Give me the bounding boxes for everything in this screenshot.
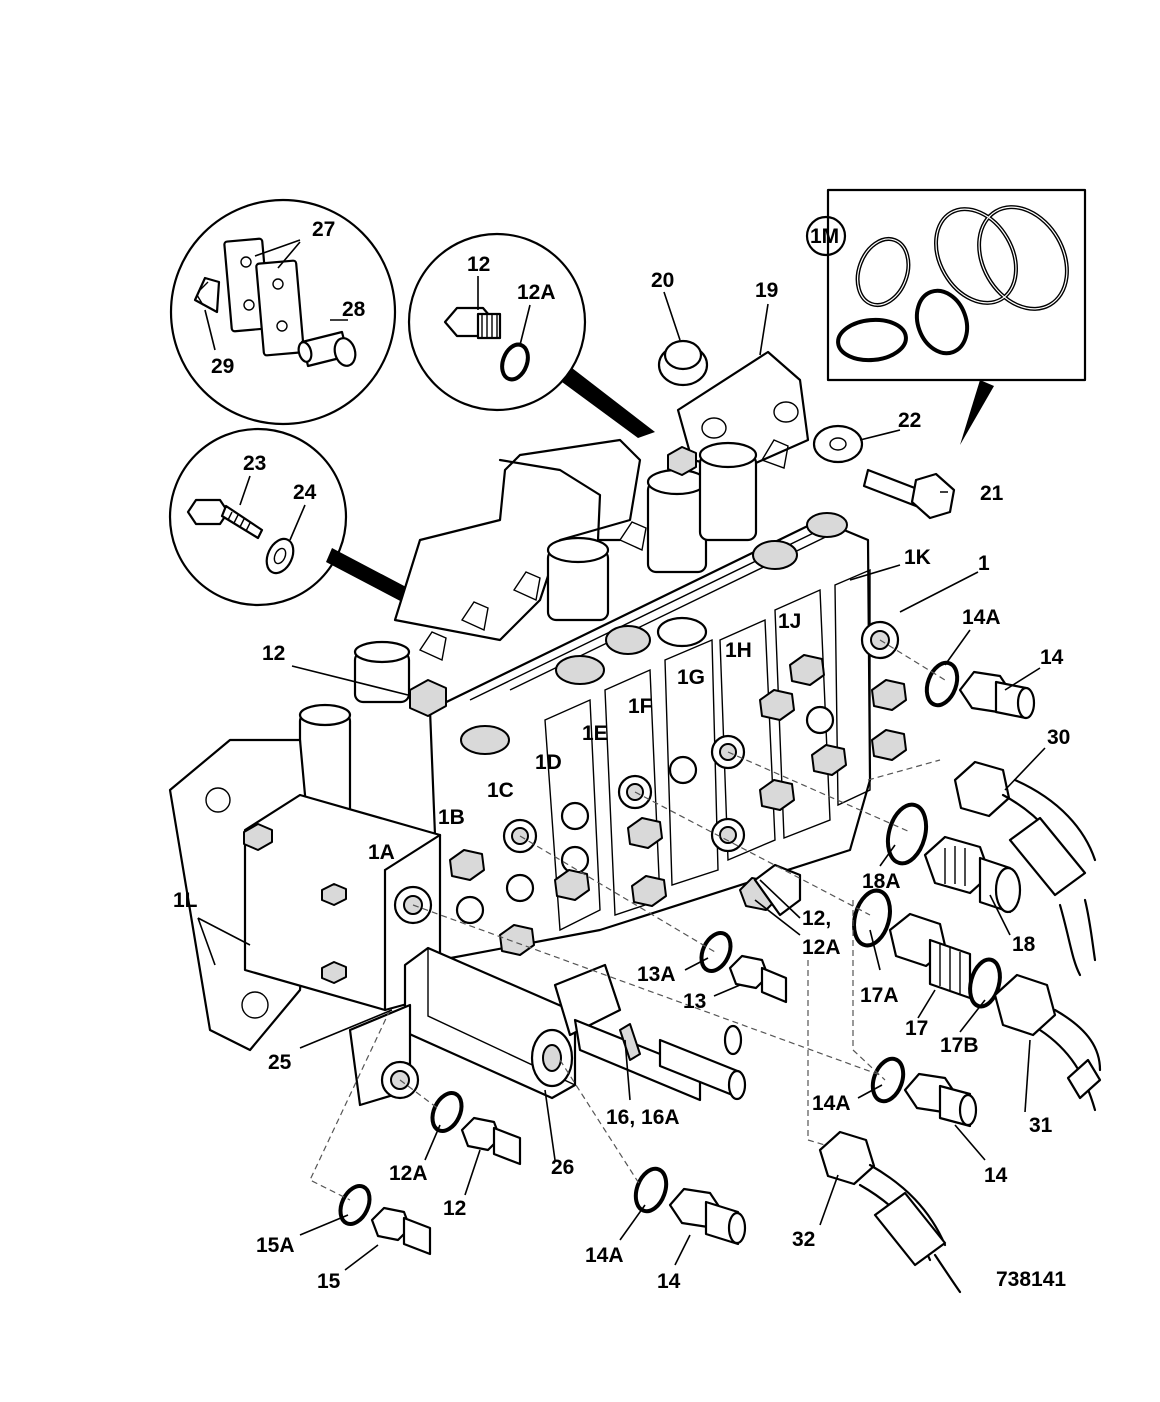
section-fittings [449,654,907,956]
label-14A-mid: 14A [812,1092,851,1115]
label-12A-center: 12A [802,936,841,959]
inset-1M-seal-kit [805,188,1087,445]
inset-27-28-29 [169,198,397,426]
label-21: 21 [980,482,1004,505]
label-1D: 1D [535,751,562,774]
label-15: 15 [317,1270,341,1293]
label-19: 19 [755,279,778,302]
label-12-inset: 12 [467,253,490,276]
relief-valve-26 [348,946,577,1107]
label-14A-top: 14A [962,606,1001,629]
label-22: 22 [898,409,921,432]
label-14-mid: 14 [984,1164,1008,1187]
label-27: 27 [312,218,335,241]
label-14-bottom: 14 [657,1270,681,1293]
label-29: 29 [211,355,234,378]
label-14-top: 14 [1040,646,1064,669]
label-1M: 1M [810,225,839,248]
inset-23-24 [168,427,408,607]
label-1A: 1A [368,841,395,864]
centre-lines [309,639,946,1201]
label-1J: 1J [778,610,801,633]
label-1C: 1C [487,779,514,802]
label-32: 32 [792,1228,815,1251]
label-18A: 18A [862,870,901,893]
label-17A: 17A [860,984,899,1007]
label-17B: 17B [940,1034,979,1057]
label-12A-bottom: 12A [389,1162,428,1185]
top-fittings [409,439,848,755]
label-13A: 13A [637,963,676,986]
label-13: 13 [683,990,706,1013]
label-12-comma: 12, [802,907,831,930]
inset-12-12A [407,232,655,438]
label-1: 1 [978,552,990,575]
label-23: 23 [243,452,266,475]
figure-number: 738141 [996,1268,1066,1291]
label-1G: 1G [677,666,705,689]
label-12-left: 12 [262,642,285,665]
label-30: 30 [1047,726,1070,749]
label-18: 18 [1012,933,1036,956]
main-valve-block [168,438,907,1107]
leader-lines [197,564,1046,1271]
label-1F: 1F [628,695,653,718]
label-17: 17 [905,1017,928,1040]
label-31: 31 [1029,1114,1053,1137]
callout-labels: 27 28 29 12 12A 20 19 1M 22 21 23 24 1K … [173,218,1070,1293]
label-12-bottom: 12 [443,1197,466,1220]
label-1H: 1H [725,639,752,662]
label-28: 28 [342,298,366,321]
label-14A-bottom: 14A [585,1244,624,1267]
label-25: 25 [268,1051,292,1074]
label-1E: 1E [582,722,608,745]
label-15A: 15A [256,1234,295,1257]
label-20: 20 [651,269,674,292]
valve-16-16A [553,963,747,1102]
label-26: 26 [551,1156,574,1179]
label-1L: 1L [173,889,198,912]
loose-fittings [338,660,1102,1294]
label-1K: 1K [904,546,931,569]
label-24: 24 [293,481,317,504]
label-1B: 1B [438,806,465,829]
label-12A-inset: 12A [517,281,556,304]
label-16-16A: 16, 16A [606,1106,680,1129]
